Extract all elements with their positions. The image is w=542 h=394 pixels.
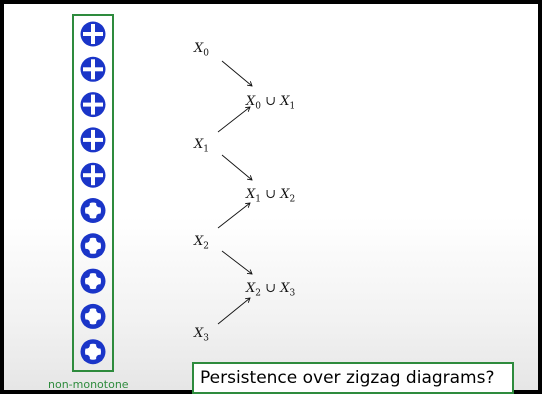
blob-shape-icon [80,339,106,365]
cross-shape-icon [80,21,106,47]
cross-shape-icon [80,127,106,153]
blob-shape-icon [80,268,106,294]
question-box: Persistence over zigzag diagrams? [192,362,514,394]
arrow-x3-to-union23 [217,298,250,325]
cross-shape-icon [80,162,106,188]
arrow-x2-to-union12 [217,203,250,229]
cross-shape-icon [80,92,106,118]
arrow-x2-to-union23 [221,250,252,274]
node-x0: X0 [194,41,209,59]
filtration-shapes [80,21,106,365]
node-union-x1-x2: X1 ∪ X2 [246,187,296,205]
arrow-x1-to-union01 [217,107,250,133]
node-x3: X3 [194,326,209,344]
arrow-x1-to-union12 [221,154,252,180]
filtration-strip [72,14,114,372]
node-x1: X1 [194,137,209,155]
blob-shape-icon [80,198,106,223]
node-x2: X2 [194,234,209,252]
strip-label: non-monotone [48,378,129,391]
arrow-x0-to-union01 [221,60,252,86]
blob-shape-icon [80,303,106,329]
blob-shape-icon [80,233,106,259]
cross-shape-icon [80,56,106,82]
node-union-x2-x3: X2 ∪ X3 [246,281,296,299]
zigzag-arrows [217,60,538,325]
node-union-x0-x1: X0 ∪ X1 [246,94,296,112]
